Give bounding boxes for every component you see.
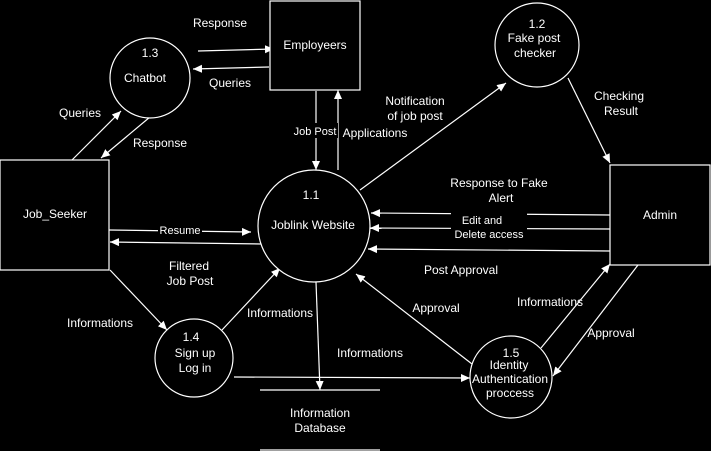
edge-employers-to-chatbot bbox=[192, 64, 270, 73]
process-1-2-fake-post-checker: 1.2 Fake post checker bbox=[494, 2, 580, 88]
datastore-information-database: Information Database bbox=[260, 389, 380, 451]
process-1-5-identity-authentication: 1.5 Identity Authentication proccess bbox=[469, 335, 553, 419]
datastore-label-line1: Information bbox=[290, 406, 350, 420]
label-informations-db: Informations bbox=[337, 346, 403, 360]
label-fake-alert-line2: Alert bbox=[489, 191, 514, 205]
label-edit-bg bbox=[451, 212, 527, 241]
process-1-3-chatbot: 1.3 Chatbot bbox=[109, 37, 191, 119]
process-1-2-number: 1.2 bbox=[529, 17, 546, 31]
edge-identity-to-joblink bbox=[355, 273, 473, 365]
process-1-1-joblink-website: 1.1 Joblink Website bbox=[257, 169, 371, 283]
edge-admin-to-joblink-post-approval bbox=[367, 245, 611, 254]
process-1-4-number: 1.4 bbox=[183, 330, 200, 344]
edge-admin-to-identity bbox=[552, 264, 639, 377]
entity-job-seeker: Job_Seeker bbox=[0, 159, 110, 271]
edge-fakechecker-to-admin bbox=[567, 77, 611, 164]
datastore-label-line2: Database bbox=[294, 421, 346, 435]
label-notification-line2: of job post bbox=[387, 109, 443, 123]
edge-jobseeker-to-signup bbox=[109, 269, 168, 331]
entity-admin-label: Admin bbox=[643, 208, 677, 222]
process-1-5-name-line2: Authentication bbox=[472, 372, 548, 386]
label-response-jobseeker: Response bbox=[133, 136, 187, 150]
process-1-1-number: 1.1 bbox=[303, 188, 320, 202]
label-approval-center: Approval bbox=[412, 301, 459, 315]
label-fake-alert-line1: Response to Fake bbox=[450, 176, 548, 190]
process-1-5-number: 1.5 bbox=[503, 346, 520, 360]
entity-admin: Admin bbox=[609, 164, 711, 266]
edge-identity-to-admin bbox=[540, 263, 611, 349]
process-1-4-signup-login: 1.4 Sign up Log in bbox=[154, 318, 234, 398]
label-post-approval: Post Approval bbox=[424, 263, 498, 277]
edge-signup-to-joblink bbox=[221, 267, 281, 331]
edge-joblink-to-jobseeker bbox=[109, 238, 263, 247]
flow-labels: Response Queries Queries Response Job Po… bbox=[59, 16, 644, 360]
entity-employers-label: Employeers bbox=[283, 38, 346, 52]
edge-jobseeker-to-chatbot bbox=[71, 110, 122, 161]
edge-joblink-to-database bbox=[315, 281, 324, 391]
edge-joblink-to-fakechecker bbox=[359, 82, 507, 191]
label-checking-line1: Checking bbox=[594, 89, 644, 103]
label-notification-line1: Notification bbox=[385, 94, 444, 108]
entity-job-seeker-label: Job_Seeker bbox=[23, 207, 87, 221]
label-informations-admin: Informations bbox=[517, 295, 583, 309]
process-1-4-name-line2: Log in bbox=[179, 361, 212, 375]
entity-employers: Employeers bbox=[269, 0, 361, 91]
label-job-post-bg bbox=[292, 123, 338, 138]
label-resume-bg bbox=[158, 223, 202, 237]
label-resume: Resume bbox=[160, 225, 201, 237]
label-edit-line2: Delete access bbox=[454, 229, 524, 241]
process-1-1-name: Joblink Website bbox=[271, 218, 355, 232]
label-response-top: Response bbox=[193, 16, 247, 30]
label-edit-line1: Edit and bbox=[462, 215, 502, 227]
process-1-2-name-line2: checker bbox=[514, 46, 556, 60]
label-informations-signup: Informations bbox=[247, 306, 313, 320]
edge-chatbot-to-employers bbox=[197, 45, 275, 54]
process-1-5-name-line3: proccess bbox=[486, 386, 534, 400]
label-job-post: Job Post bbox=[294, 126, 337, 138]
label-approval-right: Approval bbox=[587, 326, 634, 340]
process-1-3-name: Chatbot bbox=[124, 71, 167, 85]
edge-signup-to-identity bbox=[233, 373, 471, 382]
process-1-5-name-line1: Identity bbox=[490, 358, 529, 372]
edge-chatbot-to-jobseeker bbox=[100, 116, 151, 159]
label-informations-left: Informations bbox=[67, 316, 133, 330]
label-filtered-line2: Job Post bbox=[167, 274, 214, 288]
label-queries-employers: Queries bbox=[209, 76, 251, 90]
process-1-4-name-line1: Sign up bbox=[175, 346, 216, 360]
edges bbox=[71, 45, 639, 391]
label-queries-jobseeker: Queries bbox=[59, 106, 101, 120]
process-1-2-name-line1: Fake post bbox=[508, 31, 561, 45]
label-filtered-line1: Filtered bbox=[169, 259, 209, 273]
label-checking-line2: Result bbox=[604, 104, 639, 118]
process-1-3-number: 1.3 bbox=[142, 46, 159, 60]
label-applications: Applications bbox=[343, 126, 408, 140]
